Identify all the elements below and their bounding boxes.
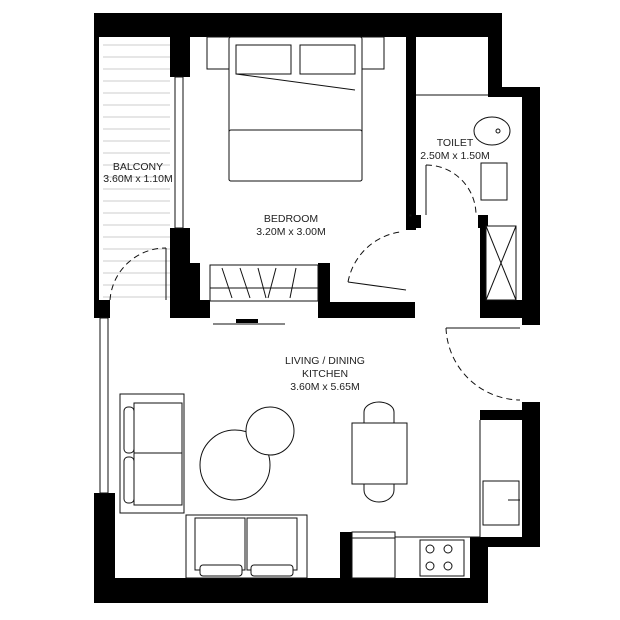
balcony-decking — [103, 44, 170, 298]
toilet-fixtures — [416, 94, 511, 201]
bedroom-size: 3.20M x 3.00M — [256, 226, 325, 238]
walls — [94, 13, 540, 603]
balcony-label: BALCONY — [113, 161, 163, 173]
bedroom-label: BEDROOM — [264, 213, 318, 225]
dining-set — [351, 401, 408, 503]
service-shaft — [485, 225, 517, 301]
wardrobe — [209, 264, 319, 302]
kitchen — [351, 420, 520, 579]
room-labels: BALCONY 3.60M x 1.10M BEDROOM 3.20M x 3.… — [103, 137, 489, 393]
kitchen-label: KITCHEN — [302, 368, 348, 380]
living-label: LIVING / DINING — [285, 355, 365, 367]
doors — [109, 164, 521, 401]
bed — [206, 36, 385, 182]
coffee-tables — [199, 406, 295, 501]
sofa-bottom — [185, 514, 308, 579]
toilet-label: TOILET — [437, 137, 474, 149]
tv — [213, 319, 285, 325]
toilet-size: 2.50M x 1.50M — [420, 150, 489, 162]
windows — [99, 76, 412, 494]
living-size: 3.60M x 5.65M — [290, 381, 359, 393]
sofa-left — [119, 393, 185, 514]
balcony-size: 3.60M x 1.10M — [103, 173, 172, 185]
